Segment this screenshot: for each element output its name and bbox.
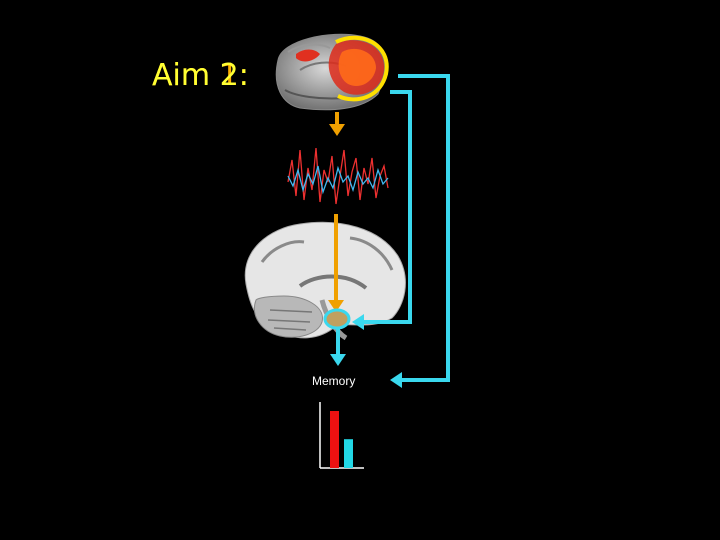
bar-1: [330, 411, 339, 468]
cyan-feedback-loop-outer: [390, 76, 448, 388]
memory-label: Memory: [312, 374, 355, 388]
bar-2: [344, 439, 353, 468]
medial-brain-image: [276, 34, 386, 110]
eeg-traces: [288, 148, 388, 204]
orange-arrow-top: [329, 112, 345, 136]
memory-bar-chart: [320, 402, 364, 468]
target-region-marker: [325, 310, 349, 328]
